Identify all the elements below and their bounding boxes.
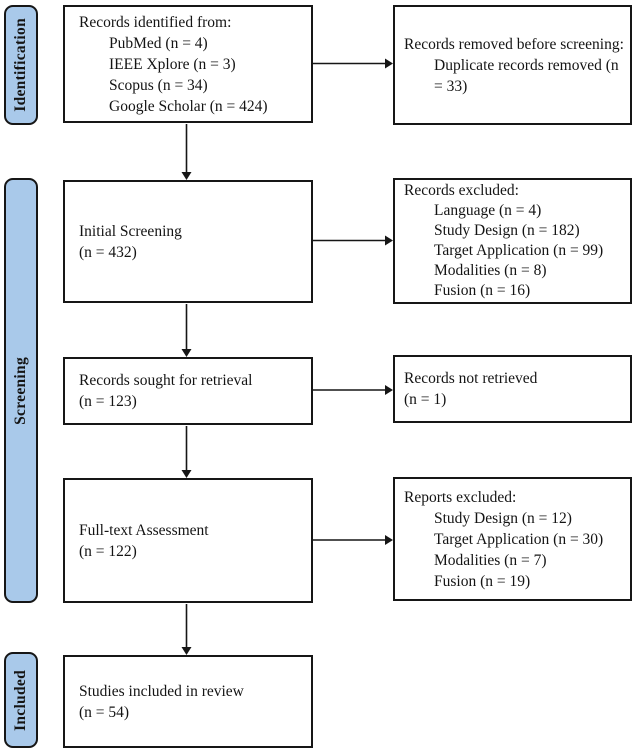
box-item: Google Scholar (n = 424) xyxy=(109,97,268,115)
arrowhead-sought-to-fulltext xyxy=(181,470,192,478)
box-item: IEEE Xplore (n = 3) xyxy=(109,55,236,73)
box-title: Records removed before screening: xyxy=(404,35,624,53)
box-records-removed: Records removed before screening: Duplic… xyxy=(393,5,632,125)
arrowhead-identified-to-removed xyxy=(385,58,393,69)
box-line: Studies included in review xyxy=(79,682,244,700)
box-count: (n = 54) xyxy=(79,703,130,721)
box-item: Language (n = 4) xyxy=(434,202,542,219)
box-studies-included: Studies included in review (n = 54) xyxy=(63,655,313,748)
stage-label-screening: Screening xyxy=(4,178,38,603)
box-item: Modalities (n = 7) xyxy=(434,551,547,569)
stage-label-text: Screening xyxy=(12,356,29,425)
box-item: Duplicate records removed (n = 33) xyxy=(434,56,619,95)
arrowhead-identified-to-screening xyxy=(181,172,192,180)
box-title: Records identified from: xyxy=(79,13,232,31)
box-item: Fusion (n = 19) xyxy=(434,572,531,590)
box-count: (n = 123) xyxy=(79,393,137,410)
box-item: Modalities (n = 8) xyxy=(434,262,547,279)
box-item: Scopus (n = 34) xyxy=(109,76,208,94)
box-count: (n = 432) xyxy=(79,243,137,261)
box-records-sought: Records sought for retrieval (n = 123) xyxy=(63,357,313,425)
box-count: (n = 122) xyxy=(79,542,137,560)
box-records-excluded: Records excluded: Language (n = 4) Study… xyxy=(393,178,632,304)
box-item: Fusion (n = 16) xyxy=(434,282,531,299)
box-item: Target Application (n = 30) xyxy=(434,530,604,548)
stage-label-identification: Identification xyxy=(4,5,38,125)
arrowhead-sought-to-notretrieved xyxy=(385,385,393,395)
box-records-not-retrieved: Records not retrieved (n = 1) xyxy=(393,355,632,423)
arrowhead-screening-to-excluded xyxy=(385,235,393,246)
arrowhead-screening-to-sought xyxy=(181,349,192,357)
stage-label-text: Identification xyxy=(12,18,29,112)
box-line: Records not retrieved xyxy=(404,370,538,387)
box-records-identified: Records identified from: PubMed (n = 4) … xyxy=(63,5,313,123)
box-title: Records excluded: xyxy=(404,182,519,199)
box-item: Study Design (n = 182) xyxy=(434,222,580,239)
box-item: PubMed (n = 4) xyxy=(109,34,208,52)
box-count: (n = 1) xyxy=(404,391,447,408)
box-fulltext-assessment: Full-text Assessment (n = 122) xyxy=(63,478,313,603)
stage-label-text: Included xyxy=(12,669,29,731)
arrowhead-fulltext-to-reportsexcluded xyxy=(385,535,393,545)
box-title: Reports excluded: xyxy=(404,488,517,506)
box-line: Initial Screening xyxy=(79,222,182,240)
stage-label-included: Included xyxy=(4,652,38,748)
box-initial-screening: Initial Screening (n = 432) xyxy=(63,180,313,303)
box-reports-excluded: Reports excluded: Study Design (n = 12) … xyxy=(393,477,632,601)
box-line: Records sought for retrieval xyxy=(79,372,253,389)
arrowhead-fulltext-to-included xyxy=(181,647,192,655)
box-item: Target Application (n = 99) xyxy=(434,242,604,259)
box-item: Study Design (n = 12) xyxy=(434,509,572,527)
box-line: Full-text Assessment xyxy=(79,521,209,539)
